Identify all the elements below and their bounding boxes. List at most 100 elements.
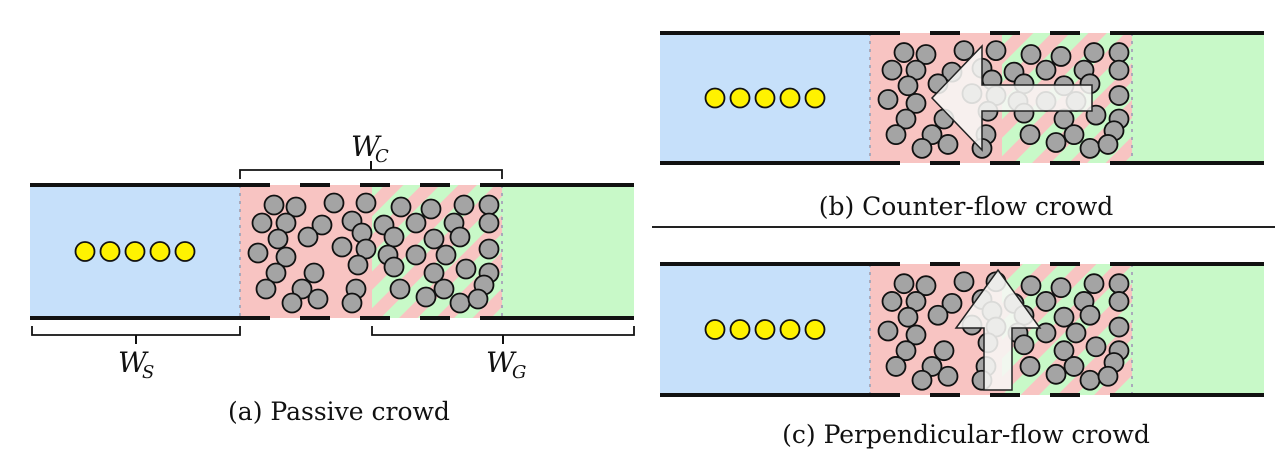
crowd-member [933,340,955,362]
crowd-member [915,275,937,297]
crowd-member [1097,365,1119,387]
crowd-member [1063,356,1085,377]
crowd-member [389,278,411,300]
crowd-member [455,258,477,280]
agent [124,241,146,262]
crowd-member [1065,322,1087,344]
crowd-member [895,340,917,362]
crowd-member [1045,363,1067,385]
wg-sub: G [512,362,526,383]
crowd-member [478,194,500,216]
crowd-member [885,124,907,146]
crowd-member [1045,132,1067,153]
crowd-member [893,273,915,295]
width-label-goal: W G [486,346,526,383]
crowd-member [1079,304,1101,326]
ws-sub: S [142,362,154,383]
agent [754,87,776,109]
crowd-member [1013,334,1035,356]
agent [779,319,801,340]
crowd-member [1053,306,1075,328]
crowd-member [1108,85,1130,106]
goal-zone [1132,264,1264,395]
agent [149,241,171,262]
crowd-member [877,89,899,110]
panel-c [660,262,1264,397]
crowd-member [897,306,919,328]
width-label-crowd: W C [351,130,389,167]
crowd-member [467,288,489,310]
crowd-member [937,134,959,155]
crowd-member [281,292,303,314]
wg-main: W [486,346,517,379]
agent [99,241,121,262]
crowd-member [1085,336,1107,358]
crowd-member [1019,356,1041,377]
crowd-member [1050,46,1072,67]
bracket-goal-width-line [371,326,635,336]
crowd-member [911,137,933,159]
crowd-member [877,320,899,342]
panel-a [30,183,634,320]
crowd-member [897,75,919,97]
crowd-member [420,198,442,220]
crowd-member [1053,340,1075,362]
agent [704,87,726,109]
crowd-member [331,236,353,258]
crowd-member [1020,44,1042,65]
crowd-member [323,192,345,214]
bracket-start-width-line [31,326,241,336]
crowd-member [905,92,927,114]
goal-zone [1132,33,1264,163]
crowd-member [927,304,949,326]
crowd-member [390,196,412,218]
agent [779,87,801,109]
crowd-member [1020,275,1042,297]
crowd-member [405,244,427,266]
crowd-member [893,42,915,63]
agent [754,319,776,340]
crowd-member [1108,316,1130,338]
crowd-member [251,212,273,234]
ws-main: W [118,346,149,379]
crowd-member [297,226,319,248]
width-label-start: W S [118,346,154,383]
crowd-member [1108,59,1130,81]
bracket-crowd-width [239,161,503,179]
crowd-member [1035,291,1057,312]
crowd-member [905,324,927,346]
caption-b: (b) Counter-flow crowd [819,192,1114,221]
crowd-member [953,271,975,293]
crowd-member [478,212,500,234]
crowd-member [267,228,289,250]
crowd-member [285,196,307,218]
wc-main: W [351,130,382,163]
crowd-member [1108,291,1130,312]
agent [729,319,751,340]
crowd-member [347,254,369,276]
crowd-member [1019,124,1041,146]
agent [704,319,726,340]
crowd-member [1083,42,1105,63]
crowd-member [291,278,313,300]
crowd-member [1079,137,1101,159]
flow-arrow-left-icon [930,44,1093,152]
crowd-member [449,292,471,314]
crowd-member [383,226,405,248]
crowd-member [341,292,363,314]
agent [804,319,826,340]
wc-sub: C [375,146,389,167]
crowd-member [478,238,500,260]
crowd-member [915,44,937,65]
crowd-member [405,212,427,234]
crowd-member [355,192,377,214]
crowd-member [1063,124,1085,146]
caption-c: (c) Perpendicular-flow crowd [782,420,1150,449]
crowd-member [937,365,959,387]
agent [804,87,826,109]
crowd-member [1035,322,1057,344]
crowd-member [1050,277,1072,299]
agent [74,241,96,262]
flow-arrow-up-icon [954,268,1042,391]
